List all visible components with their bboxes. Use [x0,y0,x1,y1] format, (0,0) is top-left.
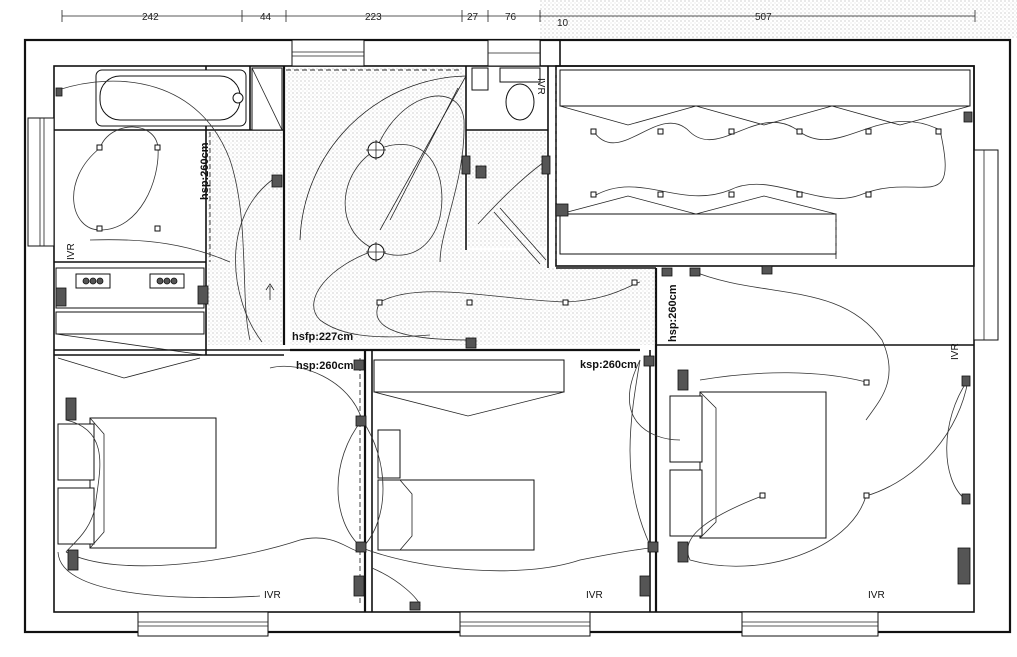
kitchen-units [559,69,971,255]
dashed-lines [209,69,837,606]
label-ivr-bottom-3: IVR [868,590,885,601]
dim-27: 27 [467,12,479,23]
hall-door-swing [299,75,547,265]
windows [27,39,999,637]
label-hsfp: hsfp:227cm [292,331,353,343]
label-ivr-bottom-2: IVR [586,590,603,601]
wardrobes [57,357,565,417]
label-ivr-wc: IVR [535,78,546,95]
label-ksp: ksp:260cm [580,359,637,371]
dim-507: 507 [755,12,772,23]
bed-middle [377,429,535,551]
sockets [55,87,973,611]
label-ivr-bottom-1: IVR [264,590,281,601]
shower [251,67,283,131]
ceiling-lights [366,140,386,262]
bathroom-sinks [55,267,205,356]
toilet [471,67,541,121]
wiring [57,80,969,607]
bathtub [95,69,247,127]
ceiling-points [96,128,942,499]
label-hsp-mid: hsp:260cm [296,360,354,372]
dim-10: 10 [557,18,569,29]
dim-242: 242 [142,12,159,23]
dim-44: 44 [260,12,272,23]
dim-76: 76 [505,12,517,23]
wc-floor [468,132,546,248]
hall-floor [286,68,656,345]
bed-right [669,391,827,539]
bath-floor [208,132,282,345]
arrow-marker [265,283,275,300]
label-ivr-left-top: IVR [66,243,77,260]
label-hsp-right: hsp:260cm [667,284,679,342]
dimension-line-top: 242 44 223 27 76 10 507 [61,10,976,29]
annotations: hsp:260cm hsfp:227cm hsp:260cm ksp:260cm… [66,78,961,601]
bed-left [57,417,217,549]
label-ivr-right-wall: IVR [950,343,961,360]
label-hsp-left: hsp:260cm [199,142,211,200]
dim-223: 223 [365,12,382,23]
exterior-terrace [540,0,1017,38]
